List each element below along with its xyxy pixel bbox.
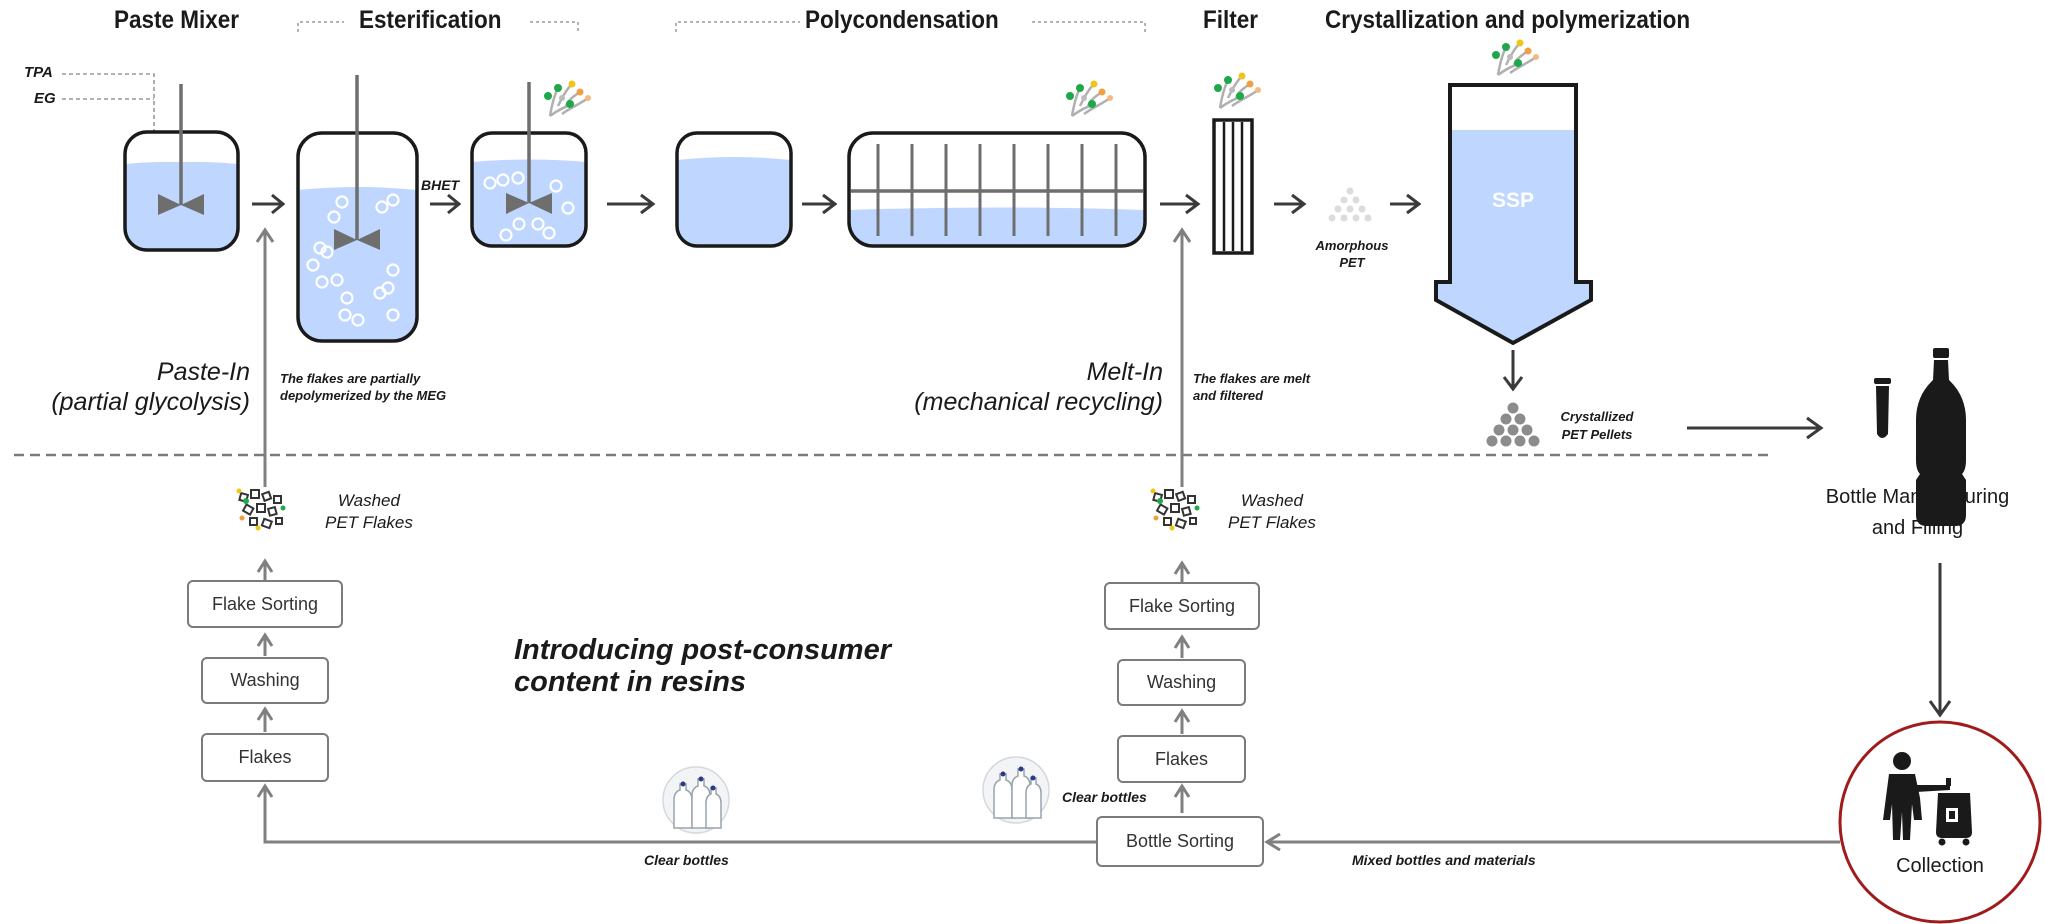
- flake-sorting-box-right: Flake Sorting: [1104, 582, 1260, 630]
- mixer-impeller-icon: [506, 193, 552, 214]
- flakes-icon: [1149, 487, 1201, 532]
- bottle-manufacturing-label: Bottle Manufacturing and Filling: [1825, 486, 2010, 539]
- collection-label: Collection: [1896, 855, 1984, 877]
- mixer-impeller-icon: [334, 229, 380, 250]
- ssp-vessel: [1434, 83, 1593, 346]
- clear-bottles-label-right: Clear bottles: [1062, 789, 1147, 805]
- eg-label: EG: [34, 90, 56, 107]
- paste-mixer-header: Paste Mixer: [114, 6, 240, 34]
- flakes-icon: [235, 487, 287, 532]
- esterification-header: Esterification: [359, 6, 502, 34]
- crystallization-header: Crystallization and polymerization: [1325, 6, 1691, 34]
- polycondensation-bracket: [675, 21, 800, 32]
- process-arrows: [252, 193, 1952, 718]
- preform-icon: [1874, 378, 1891, 438]
- paste-in-note: The flakes are partially depolymerized b…: [280, 371, 447, 403]
- filter-unit: [1212, 118, 1254, 255]
- ssp-label: SSP: [1492, 189, 1535, 212]
- clear-bottles-label-bottom: Clear bottles: [644, 852, 729, 868]
- flakes-box-right: Flakes: [1117, 735, 1246, 783]
- mixed-bottles-label: Mixed bottles and materials: [1352, 852, 1536, 868]
- molecule-icon: [1064, 79, 1115, 118]
- molecule-icon: [1490, 38, 1541, 77]
- esterification-tank-2: [470, 82, 588, 248]
- paste-mixer-tank: [123, 84, 240, 252]
- polycondensation-reactor: [847, 131, 1147, 248]
- flakes-box-left: Flakes: [201, 733, 329, 782]
- crystallized-pet-label: Crystallized PET Pellets: [1560, 409, 1634, 442]
- clear-bottles-icon: [982, 756, 1050, 824]
- paste-in-arrows: [255, 227, 1096, 844]
- melt-in-label: Melt-In (mechanical recycling): [914, 358, 1163, 416]
- amorphous-pet-label: Amorphous PET: [1315, 238, 1389, 270]
- washed-flakes-label-right: Washed PET Flakes: [1228, 491, 1316, 532]
- washed-flakes-label-left: Washed PET Flakes: [325, 491, 413, 532]
- polycondensation-tank-1: [675, 131, 793, 248]
- bottle-icon: [1916, 348, 1966, 526]
- melt-in-arrows: [1172, 227, 1840, 852]
- intro-text: Introducing post-consumer content in res…: [514, 634, 891, 698]
- bhet-label: BHET: [421, 177, 460, 193]
- washing-box-right: Washing: [1117, 659, 1246, 706]
- flake-sorting-box-left: Flake Sorting: [187, 580, 343, 628]
- pellets-icon: [1486, 402, 1540, 447]
- person-recycling-icon: [1883, 752, 1972, 846]
- paste-in-label: Paste-In (partial glycolysis): [51, 358, 250, 416]
- molecule-icon: [1212, 71, 1263, 110]
- mixer-impeller-icon: [158, 194, 204, 215]
- molecule-icon: [542, 79, 593, 118]
- bottle-sorting-box: Bottle Sorting: [1096, 816, 1264, 867]
- tpa-label: TPA: [24, 64, 53, 81]
- esterification-bracket: [297, 21, 344, 32]
- filter-header: Filter: [1203, 6, 1259, 34]
- esterification-tank-1: [296, 75, 419, 343]
- clear-bottles-icon: [662, 766, 730, 834]
- polycondensation-header: Polycondensation: [805, 6, 999, 34]
- amorphous-pellets-icon: [1328, 187, 1372, 222]
- melt-in-note: The flakes are melt and filtered: [1193, 371, 1311, 403]
- washing-box-left: Washing: [201, 657, 329, 704]
